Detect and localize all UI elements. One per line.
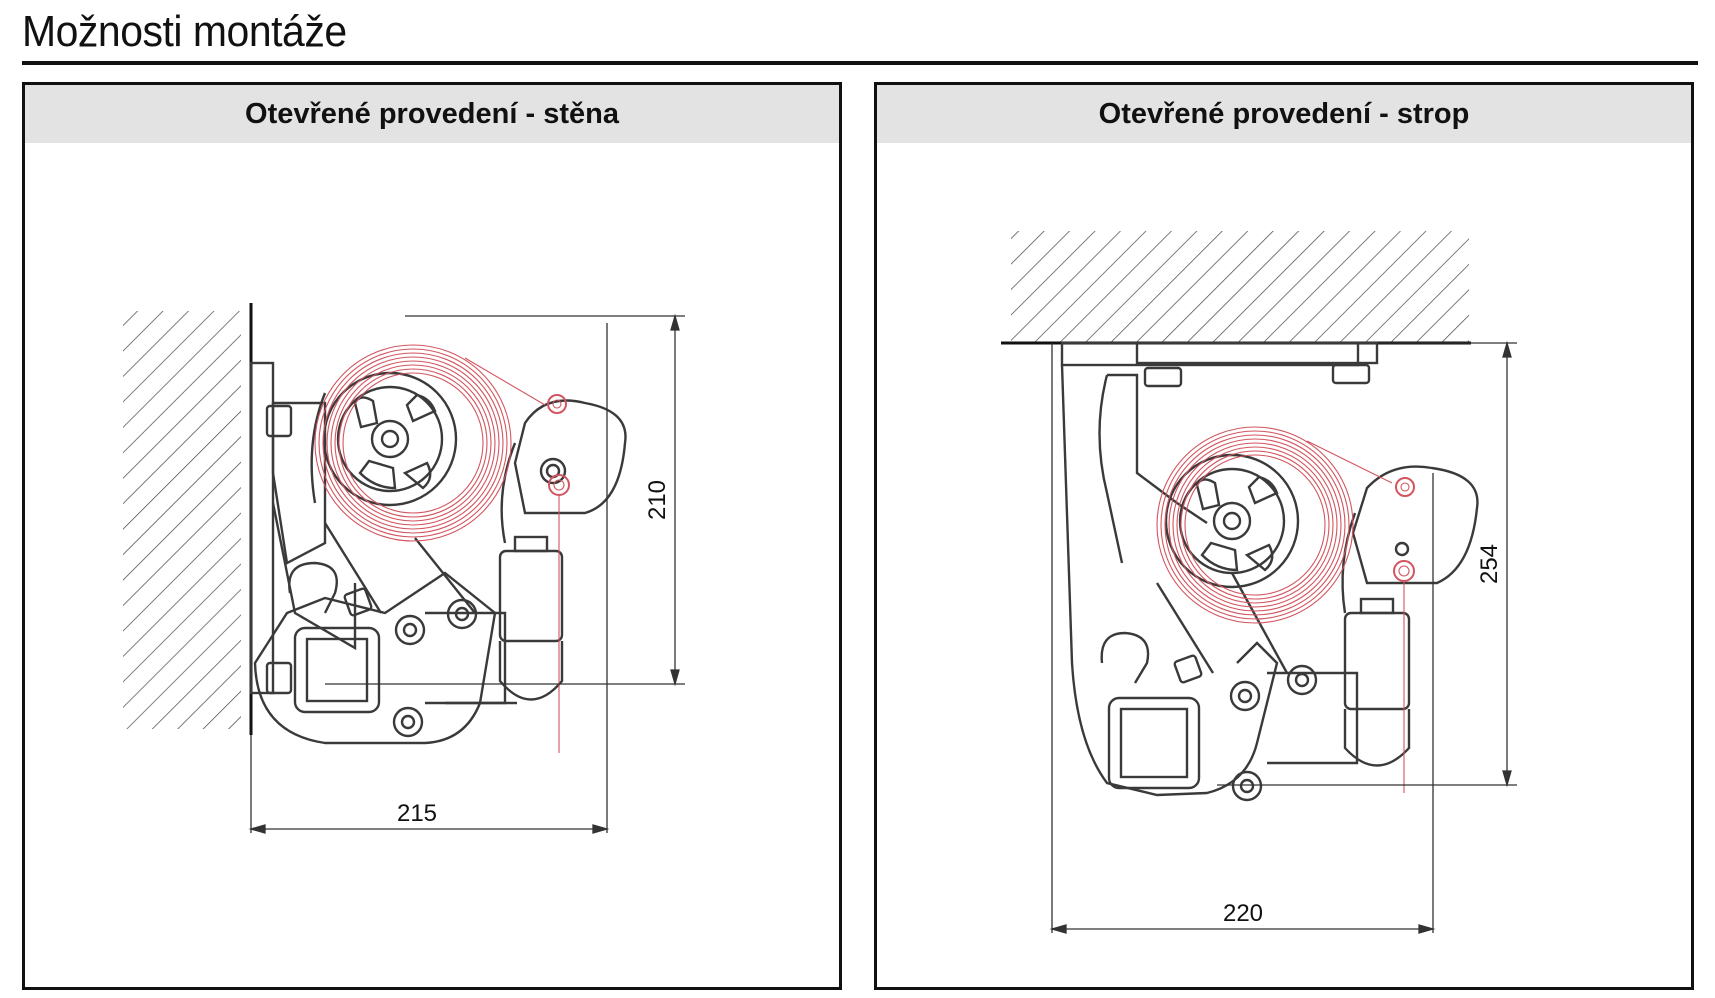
wall-hatch — [123, 311, 241, 729]
spring-coil — [314, 344, 570, 753]
page-title: Možnosti montáže — [22, 7, 347, 56]
dim-width-label-ceiling: 220 — [1223, 900, 1263, 927]
diagram-ceiling-mount: 220 254 — [1001, 231, 1517, 934]
dim-height-label-ceiling: 254 — [1476, 544, 1503, 584]
panel-heading-ceiling: Otevřené provedení - strop — [877, 85, 1691, 143]
panel-ceiling-mount: Otevřené provedení - strop — [874, 82, 1694, 990]
bracket-outline — [249, 361, 627, 745]
bracket-outline-ceiling — [1060, 341, 1479, 802]
dim-width-label: 215 — [397, 800, 437, 827]
spring-coil-ceiling — [1156, 426, 1415, 793]
dimension-lines-ceiling — [1049, 340, 1517, 934]
diagram-wall-mount: 215 210 — [123, 303, 685, 834]
title-rule — [22, 61, 1698, 65]
panel-heading-wall: Otevřené provedení - stěna — [25, 85, 839, 143]
panel-wall-mount: Otevřené provedení - stěna — [22, 82, 842, 990]
dimension-lines — [248, 313, 685, 834]
ceiling-hatch — [1011, 231, 1469, 343]
dim-height-label: 210 — [644, 480, 671, 520]
